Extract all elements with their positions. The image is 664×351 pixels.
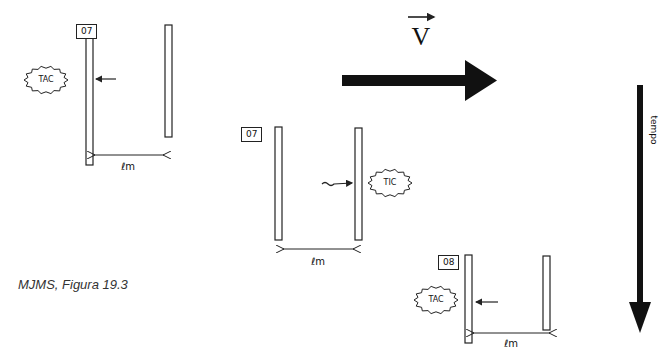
time-label: tempo [649, 115, 659, 144]
length-label: ℓm [121, 161, 135, 172]
clock-number: 07 [81, 26, 92, 37]
mirror [275, 127, 282, 240]
velocity-symbol: V [412, 22, 431, 52]
light-pulse [322, 183, 352, 186]
velocity-arrow [465, 60, 497, 101]
length-label: ℓm [311, 256, 325, 267]
dimension-line [94, 155, 164, 156]
light-pulse [96, 78, 116, 79]
mirror [86, 25, 93, 165]
sound-cloud: TAC [24, 66, 68, 94]
clock-number: 08 [443, 257, 454, 268]
figure-caption: MJMS, Figura 19.3 [18, 277, 128, 292]
sound-word: TIC [380, 178, 400, 188]
sound-word: TAC [426, 295, 446, 305]
clock-counter: 07 [241, 127, 262, 142]
vector-arrow [408, 16, 434, 18]
clock-number: 07 [246, 129, 257, 140]
mirror [355, 128, 362, 240]
velocity-arrow [342, 75, 467, 86]
dimension-line [283, 249, 354, 250]
sound-cloud: TIC [368, 169, 412, 197]
dimension-line [473, 333, 550, 334]
mirror [165, 25, 172, 137]
time-arrow [629, 302, 651, 333]
mirror [465, 255, 472, 343]
clock-counter: 07 [76, 24, 97, 39]
mirror [543, 256, 550, 330]
sound-cloud: TAC [414, 286, 458, 314]
clock-counter: 08 [438, 255, 459, 270]
light-pulse [476, 301, 498, 302]
time-arrow [637, 85, 643, 305]
sound-word: TAC [36, 75, 56, 85]
length-label: ℓm [504, 338, 518, 349]
